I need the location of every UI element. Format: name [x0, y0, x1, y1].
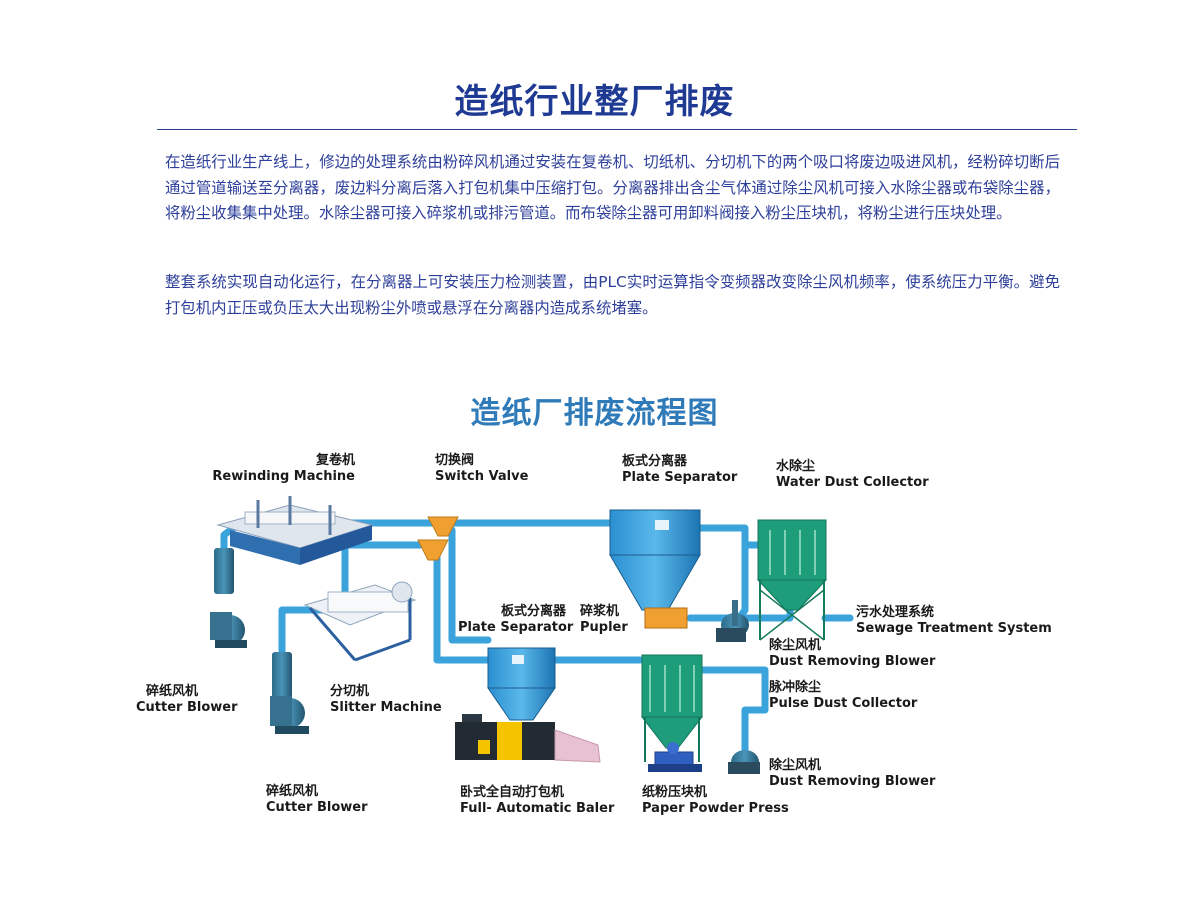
title-divider — [157, 129, 1077, 130]
label-pupler-en: Pupler — [580, 620, 628, 635]
automation-paragraph: 整套系统实现自动化运行，在分离器上可安装压力检测装置，由PLC实时运算指令变频器… — [165, 273, 1060, 317]
diagram-title: 造纸厂排废流程图 — [470, 396, 719, 431]
label-slitter-cn: 分切机 — [330, 684, 370, 699]
label-powder-press: 纸粉压块机 Paper Powder Press — [642, 785, 789, 817]
label-blower-top-en: Dust Removing Blower — [769, 654, 936, 669]
label-slitter: 分切机 Slitter Machine — [330, 684, 442, 716]
label-baler: 卧式全自动打包机 Full- Automatic Baler — [460, 785, 614, 817]
label-blower-top: 除尘风机 Dust Removing Blower — [769, 638, 935, 670]
plate-separator-top-illustration — [609, 509, 701, 611]
label-plate-sep-top-cn: 板式分离器 — [622, 454, 688, 469]
label-cutter-bottom-cn: 碎纸风机 — [266, 784, 319, 799]
label-pupler-cn: 碎浆机 — [580, 604, 620, 619]
label-switch-valve: 切换阀 Switch Valve — [435, 453, 528, 485]
label-sewage-cn: 污水处理系统 — [856, 605, 935, 620]
label-pulse-dust-en: Pulse Dust Collector — [769, 696, 918, 711]
pipe-slitter-valve — [341, 541, 424, 589]
label-plate-sep-top: 板式分离器 Plate Separator — [622, 454, 737, 486]
label-water-dust: 水除尘 Water Dust Collector — [776, 459, 929, 491]
slitter-machine-illustration — [303, 581, 417, 662]
label-powder-press-en: Paper Powder Press — [642, 801, 789, 816]
label-pulse-dust-cn: 脉冲除尘 — [769, 680, 822, 695]
label-cutter-left: 碎纸风机 Cutter Blower — [136, 684, 238, 716]
label-switch-valve-cn: 切换阀 — [435, 453, 475, 468]
cutter-blower-bottom-illustration — [270, 652, 309, 734]
label-switch-valve-en: Switch Valve — [435, 469, 529, 484]
label-cutter-bottom-en: Cutter Blower — [266, 800, 368, 815]
rewinding-machine-illustration — [216, 496, 374, 565]
baler-illustration — [455, 714, 601, 763]
intro-paragraph: 在造纸行业生产线上，修边的处理系统由粉碎风机通过安装在复卷机、切纸机、分切机下的… — [165, 153, 1060, 222]
dust-blower-top-illustration — [716, 600, 749, 642]
label-pulse-dust: 脉冲除尘 Pulse Dust Collector — [769, 680, 917, 712]
paper-powder-press-illustration — [648, 742, 702, 772]
switch-valve-illustration — [417, 516, 459, 561]
label-sewage-en: Sewage Treatment System — [856, 621, 1052, 636]
label-rewinding-en: Rewinding Machine — [212, 469, 355, 484]
label-rewinding: 复卷机 Rewinding Machine — [190, 453, 355, 485]
cutter-blower-left-illustration — [210, 548, 247, 648]
label-plate-sep-mid-cn: 板式分离器 — [500, 604, 566, 619]
label-water-dust-en: Water Dust Collector — [776, 475, 929, 490]
pipe-mid-exhaust2 — [696, 666, 769, 764]
label-blower-bottom: 除尘风机 Dust Removing Blower — [769, 758, 935, 790]
plate-separator-mid-illustration — [487, 647, 556, 721]
label-baler-en: Full- Automatic Baler — [460, 801, 615, 816]
label-sewage: 污水处理系统 Sewage Treatment System — [856, 605, 1052, 637]
label-blower-top-cn: 除尘风机 — [769, 638, 822, 653]
dust-blower-bottom-illustration — [728, 750, 760, 774]
label-slitter-en: Slitter Machine — [330, 700, 442, 715]
label-cutter-left-en: Cutter Blower — [136, 700, 238, 715]
pulse-dust-collector-illustration — [640, 654, 704, 762]
label-plate-sep-top-en: Plate Separator — [622, 470, 738, 485]
label-plate-sep-mid-en: Plate Separator — [458, 620, 574, 635]
pipe-valve-mid2 — [448, 526, 492, 644]
label-water-dust-cn: 水除尘 — [776, 459, 816, 474]
label-blower-bottom-cn: 除尘风机 — [769, 758, 822, 773]
label-pupler: 碎浆机 Pupler — [580, 604, 628, 636]
label-plate-sep-mid: 板式分离器 Plate Separator — [458, 604, 574, 636]
label-cutter-bottom: 碎纸风机 Cutter Blower — [266, 784, 368, 816]
pupler-illustration — [644, 607, 688, 629]
page-title: 造纸行业整厂排废 — [454, 82, 735, 122]
label-blower-bottom-en: Dust Removing Blower — [769, 774, 936, 789]
pipe-valve-mid — [433, 551, 492, 664]
label-cutter-left-cn: 碎纸风机 — [146, 684, 199, 699]
water-dust-collector-illustration — [756, 519, 828, 641]
label-rewinding-cn: 复卷机 — [315, 453, 355, 468]
label-baler-cn: 卧式全自动打包机 — [460, 785, 565, 800]
label-powder-press-cn: 纸粉压块机 — [642, 785, 708, 800]
